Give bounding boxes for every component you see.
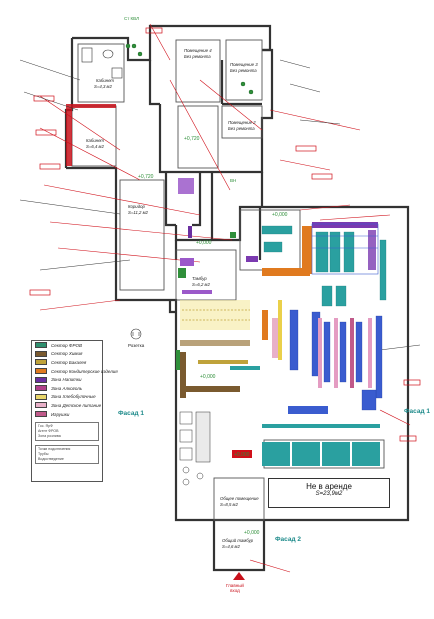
legend-label: Сектор Химия [51,351,83,357]
facade-1-right-label: Фасад 1 [404,408,431,415]
sanitary-fixtures [81,47,123,79]
room-2-label: Помещение 4 [184,48,212,53]
legend-item: Зона Напитки [32,375,102,384]
misc-labels: Ст КВЛ ВН Розетка [124,16,236,348]
legend-swatch [35,402,47,409]
legend-swatch [35,393,47,400]
level-marks: +0,720 +0,720 +0,000 +0,000 +0,000 +0,00… [138,136,288,536]
entrance-arrow-icon [233,572,245,580]
room-3-label: Помещение 3 [230,62,258,67]
legend-box-2-line: Трубы [38,452,49,457]
room-5-label: Кабинет [86,138,104,143]
legend-box-2-line: Точки подключения [38,447,71,452]
legend-item: Игрушки [32,410,102,419]
hatched-zone [311,223,379,275]
legend-box-1-line: Агент ФРОВ [38,429,59,434]
not-for-rent-zone: Не в аренде S=23,9м2 [268,478,390,508]
room-1-label: Кабинет [96,78,114,83]
legend-label: Зона Детское питание [51,402,102,408]
level-mark-5: +0,000 [200,374,216,380]
riser-label: Ст КВЛ [124,16,139,21]
level-mark-4: +0,000 [196,240,212,246]
room-3-area: Без ремонта [230,68,257,73]
legend-item: Сектор ФРОВ [32,341,102,350]
risers [125,43,254,95]
legend-label: Игрушки [51,411,70,417]
legend-item: Сектор Химия [32,350,102,359]
facade-1-label: Фасад 1 [118,410,145,417]
legend-item: Зона Алкоголь [32,384,102,393]
legend-swatch [35,368,47,375]
blue-shelving [289,309,383,411]
legend-swatch [35,376,47,383]
legend-box-2: Точки подключения Трубы Водоотведение [35,445,99,465]
yellow-zone [180,300,282,360]
annotation-lines [39,23,411,573]
not-for-rent-title: Не в аренде [306,482,352,491]
red-labels [29,27,421,442]
level-mark-2: +0,720 [138,174,154,180]
pink-shelving [318,318,372,388]
legend-swatch [35,350,47,357]
counter-top [262,222,378,276]
room-9-area: S=4,6 м2 [222,544,240,549]
legend-swatch [35,342,47,349]
room-5-area: S=6,4 м2 [86,144,104,149]
legend-label: Зона Хлебобулочные [51,394,96,400]
room-9-label: Общий тамбур [222,538,254,543]
legend-item: Сектор Бакалея [32,358,102,367]
legend-label: Сектор Кондитерские изделия [51,368,118,374]
legend-label: Сектор ФРОВ [51,342,82,348]
inner-walls [71,39,385,521]
level-mark-1: +0,720 [184,136,200,142]
room-1-area: S=4,3 м2 [94,84,112,89]
brown-shelving [180,340,260,398]
room-6-area: S=11,2 м2 [128,210,149,215]
room-7-label: Тамбур [192,276,207,281]
corridor-accent [178,178,194,194]
lower-left-equipment [179,411,211,486]
legend-swatch [35,385,47,392]
room-4-label: Помещение 2 [228,120,256,125]
vent-label: ВН [230,178,236,183]
room-8-label: Общее помещение [220,496,259,501]
socket-icon [130,328,142,340]
main-entrance-label: Главный вход [226,583,244,593]
main-entrance-line2: вход [230,588,240,593]
legend-box-1-line: Гос. ЯрФ [38,424,53,429]
checkouts [232,406,380,466]
legend-swatch [35,411,47,418]
cabinet-highlight-top [66,104,116,108]
legend-box-1-line: Зона розлива [38,434,61,439]
room-6-label: Коридор [128,204,145,209]
room-labels: Кабинет S=4,3 м2 Помещение 4 Без ремонта… [86,48,259,549]
teal-shelving [261,225,387,307]
legend-swatch [35,359,47,366]
legend-label: Сектор Бакалея [51,359,87,365]
rozetka-label: Розетка [128,343,145,348]
level-mark-7: +0,000 [244,530,260,536]
legend-box-1: Гос. ЯрФ Агент ФРОВ Зона розлива [35,422,99,442]
main-entrance-line1: Главный [226,583,244,588]
room-2-area: Без ремонта [184,54,211,59]
legend-item: Зона Детское питание [32,401,102,410]
purple-racks [180,226,258,294]
facade-2-label: Фасад 2 [275,536,302,543]
room-4-area: Без ремонта [228,126,255,131]
legend-box-2-line: Водоотведение [38,457,64,462]
legend-label: Зона Напитки [51,377,82,383]
not-for-rent-area: S=23,9м2 [315,491,343,497]
level-mark-3: +0,000 [272,212,288,218]
legend-item: Сектор Кондитерские изделия [32,367,118,376]
green-cabinets [176,232,236,370]
level-mark-6: +0,000 [234,452,250,458]
cabinet-highlight [66,108,72,166]
legend-item: Зона Хлебобулочные [32,393,102,402]
room-7-area: S=6,2 м2 [192,282,210,287]
legend-label: Зона Алкоголь [51,385,83,391]
room-8-area: S=8,5 м2 [220,502,238,507]
